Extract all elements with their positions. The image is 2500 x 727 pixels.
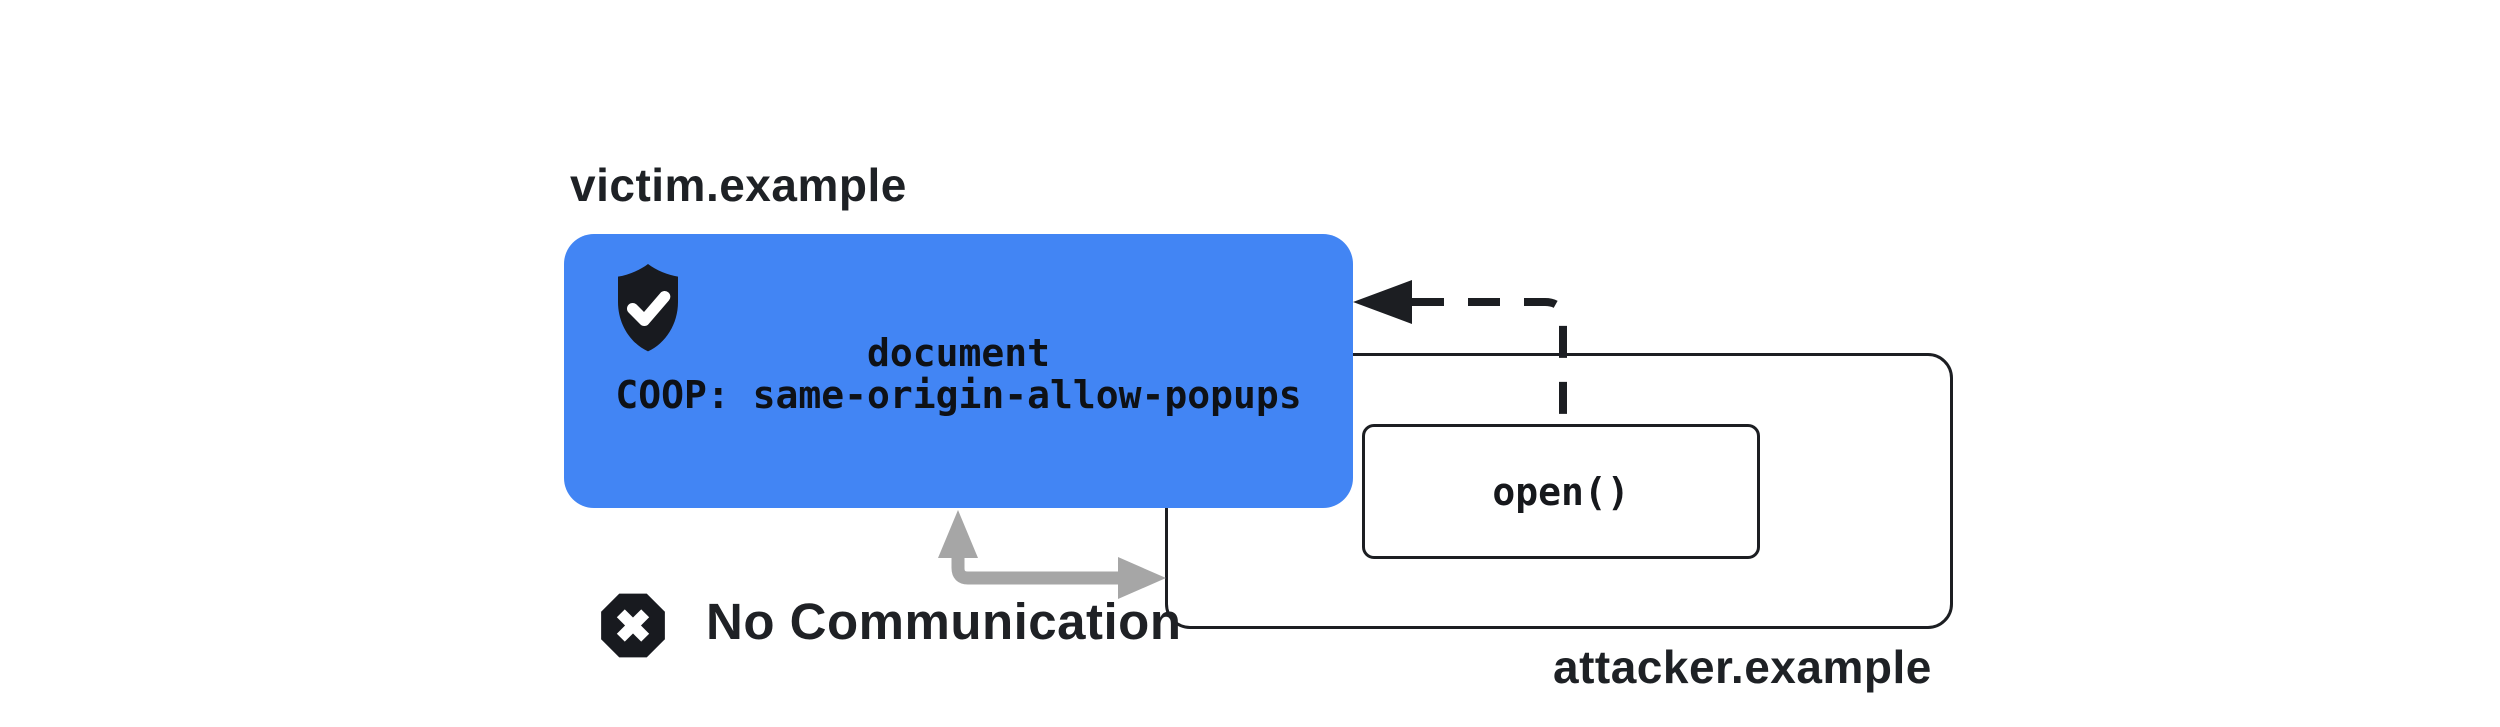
no-communication-status: No Communication	[594, 588, 1182, 663]
no-communication-arrow	[938, 510, 1166, 599]
open-call-box: open()	[1362, 424, 1760, 559]
open-call-label: open()	[1492, 469, 1630, 514]
victim-document-text: document COOP: same-origin-allow-popups	[564, 332, 1353, 416]
document-line: document	[866, 331, 1051, 375]
victim-document-box: document COOP: same-origin-allow-popups	[564, 234, 1353, 508]
victim-domain-label: victim.example	[570, 159, 907, 211]
x-octagon-icon	[601, 593, 665, 658]
coop-header-line: COOP: same-origin-allow-popups	[615, 373, 1302, 417]
attacker-domain-label: attacker.example	[1553, 641, 1932, 693]
no-communication-label: No Communication	[706, 593, 1182, 650]
shield-check-icon	[618, 264, 678, 352]
